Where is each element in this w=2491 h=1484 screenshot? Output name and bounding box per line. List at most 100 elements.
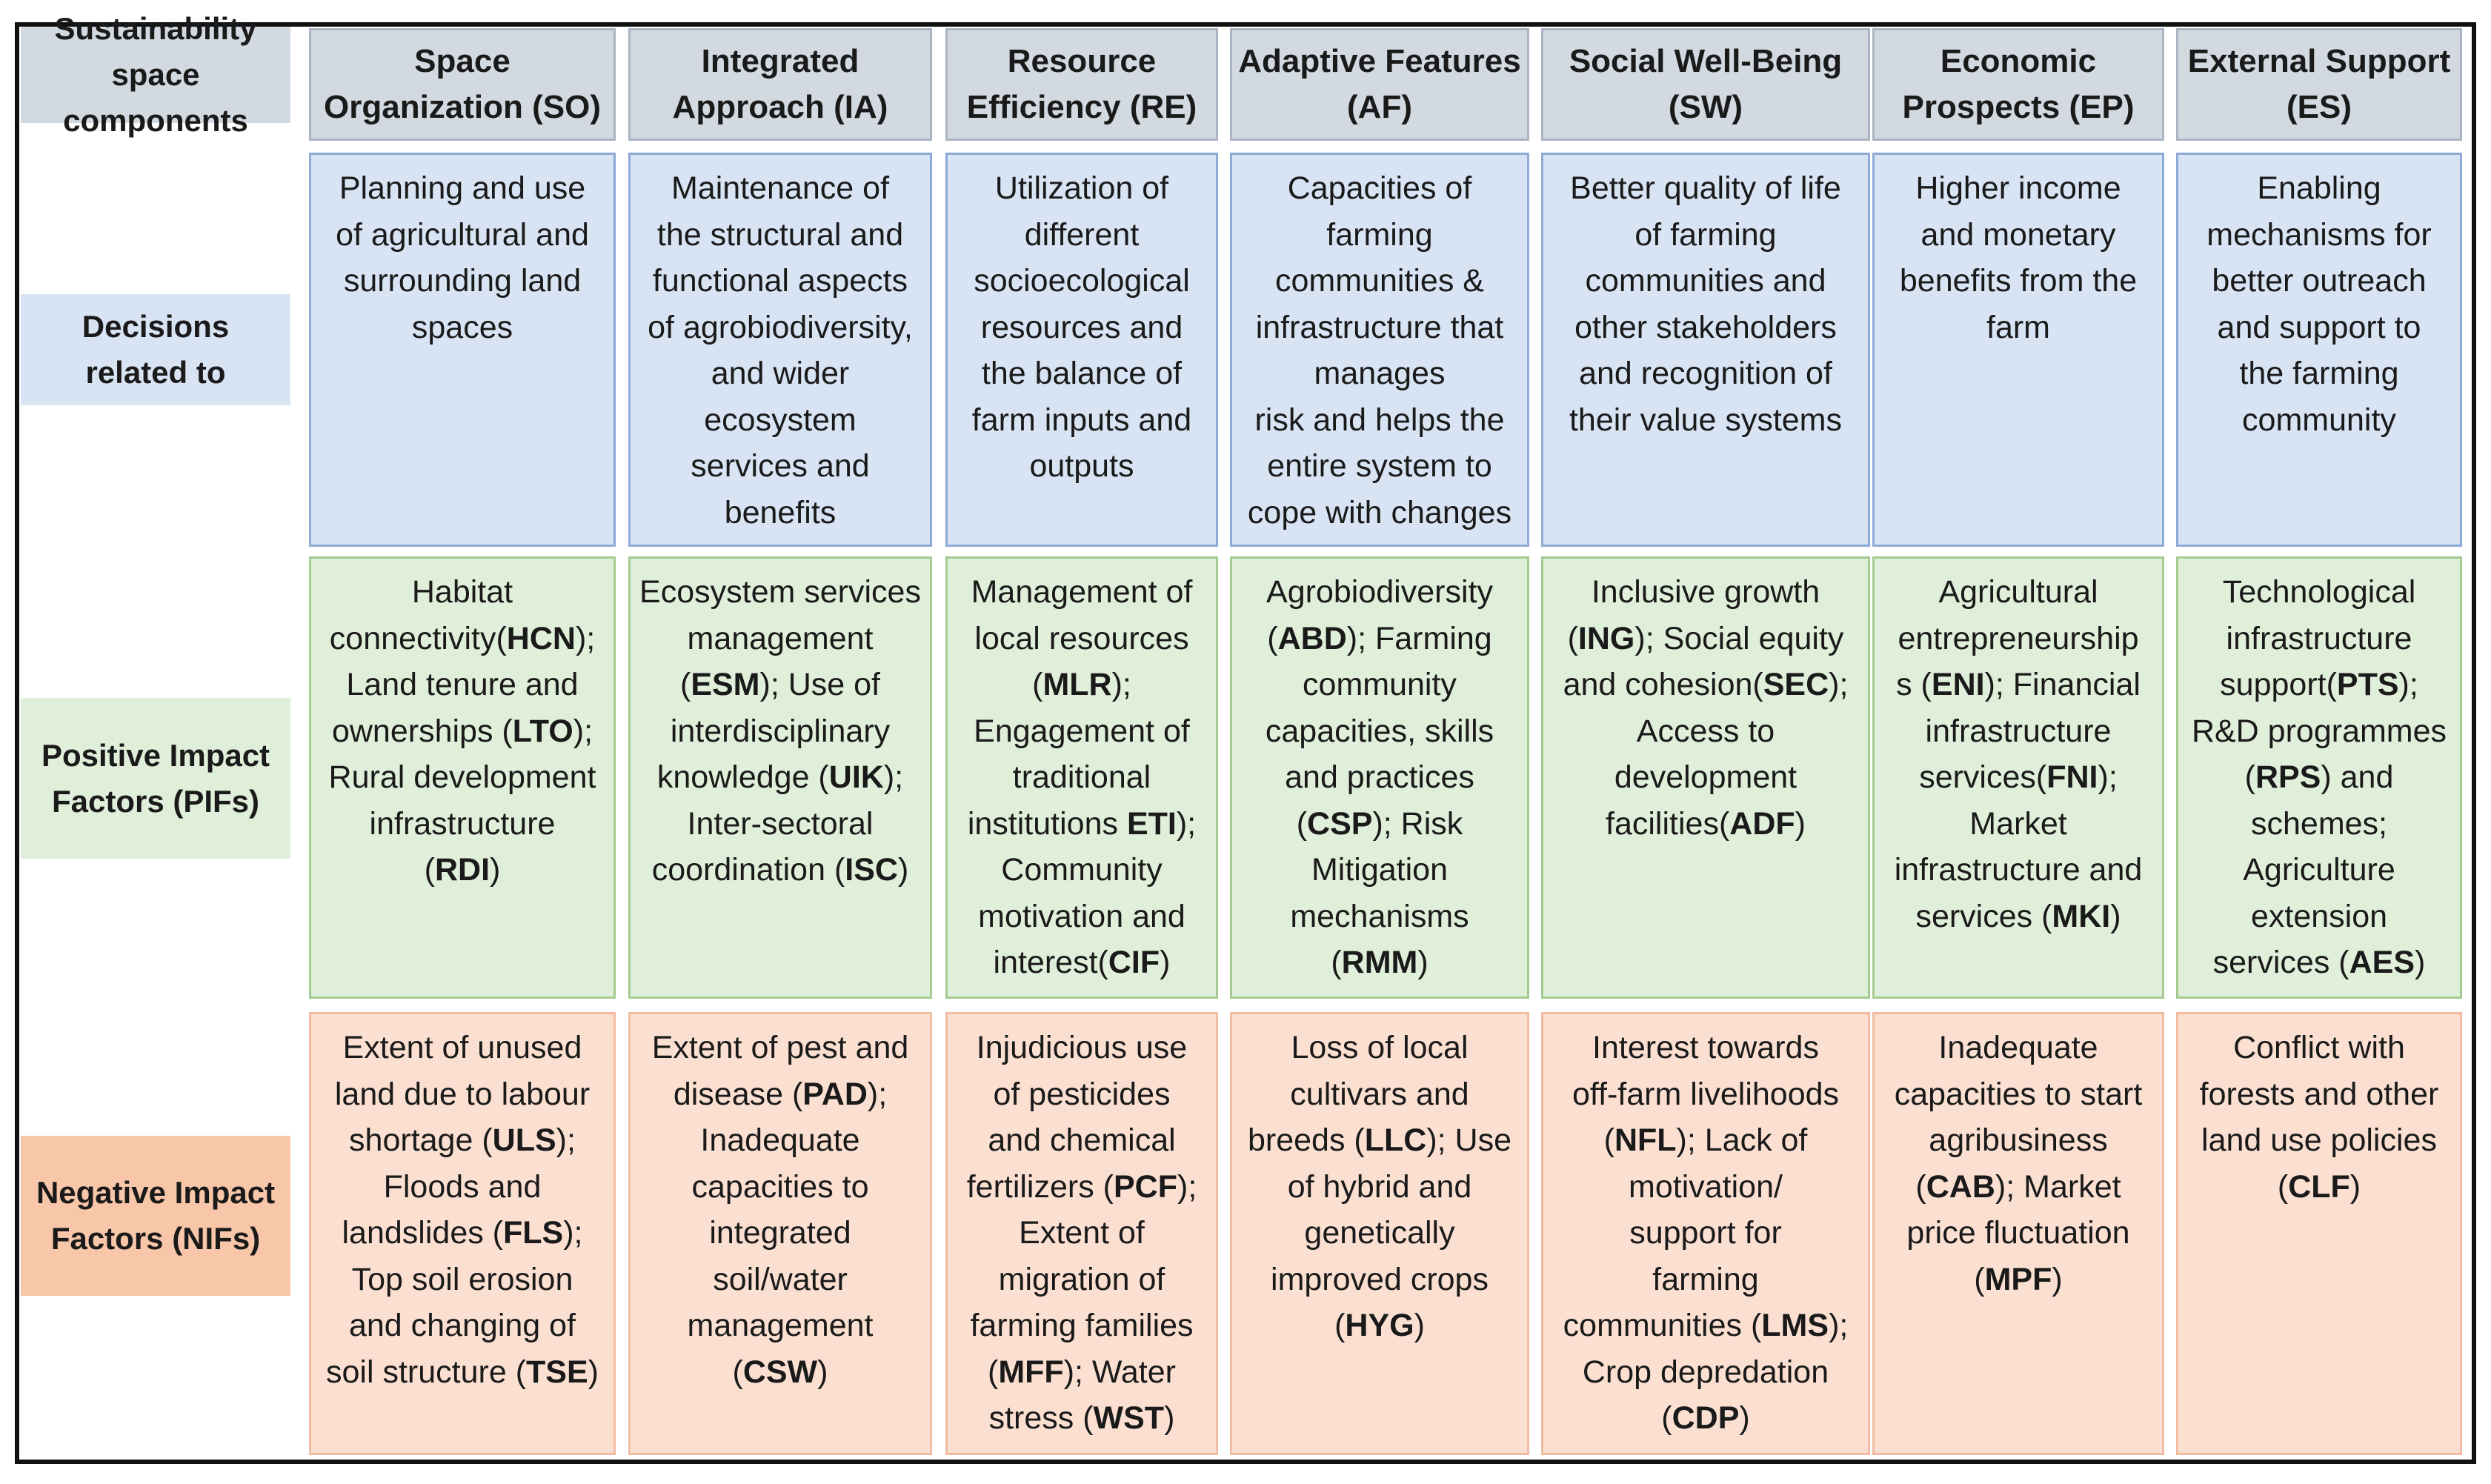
factor-text: ); (2098, 759, 2118, 795)
pif-line: (CSP); Risk (1297, 801, 1463, 848)
pif-line: traditional (1013, 754, 1151, 801)
factor-text: Technological (2222, 574, 2416, 610)
factor-text: ); (563, 1215, 583, 1251)
nif-line: Inadequate (1938, 1025, 2098, 1071)
factor-text: ( (1915, 1168, 1926, 1205)
factor-text: management (687, 620, 874, 656)
pif-line: infrastructure (370, 801, 556, 848)
factor-text: Floods and (383, 1168, 542, 1205)
factor-text: Habitat (411, 574, 513, 610)
factor-text: ( (732, 1354, 743, 1390)
factor-text: farming (1652, 1261, 1759, 1297)
factor-text: capacities, skills (1265, 713, 1494, 749)
factor-code: RPS (2255, 759, 2321, 795)
factor-text: agribusiness (1929, 1122, 2108, 1158)
factor-text: Agriculture (2243, 852, 2395, 888)
decisions-line: manages (1314, 356, 1446, 391)
factor-code: FNI (2046, 759, 2098, 795)
factor-code: ULS (492, 1122, 556, 1158)
decisions-line: other stakeholders (1574, 309, 1837, 345)
pif-line: (ESM); Use of (680, 662, 880, 708)
decisions-line: ecosystem (704, 402, 857, 438)
factor-text: knowledge ( (656, 759, 829, 795)
factor-code: HCN (506, 620, 576, 656)
factor-text: ); (883, 759, 904, 795)
factor-text: farming families (970, 1308, 1194, 1343)
pif-line: Land tenure and (346, 662, 578, 708)
factor-text: ( (1267, 620, 1278, 656)
column-header-line: Organization (SO) (324, 89, 601, 125)
decisions-line: Enabling (2257, 170, 2381, 206)
nif-line: and chemical (988, 1117, 1175, 1164)
nif-line: Extent of pest and (652, 1025, 909, 1071)
factor-code: CIF (1108, 945, 1160, 980)
nif-line: Floods and (384, 1164, 542, 1211)
decisions-line: infrastructure that (1255, 309, 1504, 345)
factor-text: ); Farming (1346, 620, 1492, 656)
factor-text: Community (1001, 852, 1163, 888)
factor-text: ( (1567, 620, 1578, 656)
factor-text: Management of (971, 574, 1193, 610)
factor-text: ); Use of (759, 667, 881, 702)
decisions-line: farm inputs and (971, 402, 1192, 438)
decisions-line: benefits from the (1899, 263, 2138, 299)
row-label-nifs-line: Negative Impact (36, 1175, 276, 1210)
factor-text: ); Water (1063, 1354, 1176, 1390)
column-header-es: External Support(ES) (2176, 28, 2462, 141)
column-header-line: Resource (1007, 43, 1157, 79)
factor-text: services( (1919, 759, 2047, 795)
factor-code: ENI (1931, 667, 1985, 702)
factor-text: Conflict with (2233, 1030, 2405, 1065)
factor-text: ) (1160, 945, 1171, 980)
factor-code: SEC (1763, 667, 1829, 702)
factor-text: ); (1177, 1168, 1197, 1205)
factor-text: and chemical (988, 1122, 1176, 1158)
pif-line: Management of (971, 569, 1193, 616)
decisions-line: the farming (2239, 356, 2399, 391)
nif-line: integrated (709, 1210, 851, 1257)
pif-line: mechanisms (1290, 894, 1469, 940)
factor-text: of hybrid and (1287, 1168, 1472, 1205)
column-header-line: Approach (IA) (672, 89, 888, 125)
factor-text: ) (897, 852, 909, 888)
factor-text: Engagement of (974, 713, 1190, 749)
factor-text: infrastructure (369, 805, 556, 842)
factor-code: PAD (802, 1076, 868, 1112)
factor-text: Access to (1636, 713, 1775, 749)
factor-code: CSW (742, 1354, 818, 1390)
factor-text: institutions (967, 805, 1127, 842)
pif-line: (MLR); (1032, 662, 1131, 708)
factor-text: genetically (1304, 1215, 1455, 1251)
factor-text: ); Social equity (1634, 620, 1844, 656)
factor-text: infrastructure and (1894, 852, 2143, 888)
nif-line: Injudicious use (977, 1025, 1187, 1071)
factor-text: ( (1296, 805, 1308, 842)
nif-line: Interest towards (1592, 1025, 1819, 1071)
factor-code: MPF (1984, 1261, 2052, 1297)
decisions-line: their value systems (1569, 402, 1843, 438)
factor-code: MLR (1042, 667, 1112, 702)
row-label-decisions-line: Decisions (82, 309, 230, 344)
factor-code: TSE (526, 1354, 588, 1390)
factor-text: ) (588, 1354, 599, 1390)
pif-line: Access to (1637, 708, 1775, 755)
nif-line: (HYG) (1334, 1302, 1425, 1349)
factor-code: AES (2349, 945, 2415, 980)
column-header-line: Integrated (701, 43, 859, 79)
column-header-line: Economic (1940, 43, 2097, 79)
pif-line: development (1614, 754, 1797, 801)
pif-line: capacities, skills (1266, 708, 1494, 755)
nif-line: farming (1652, 1257, 1758, 1303)
factor-text: coordination ( (651, 852, 845, 888)
pif-line: services(FNI); (1919, 754, 2118, 801)
decisions-line: Capacities of (1287, 170, 1472, 206)
factor-text: ) (490, 852, 501, 888)
nif-line: Conflict with (2233, 1025, 2405, 1071)
